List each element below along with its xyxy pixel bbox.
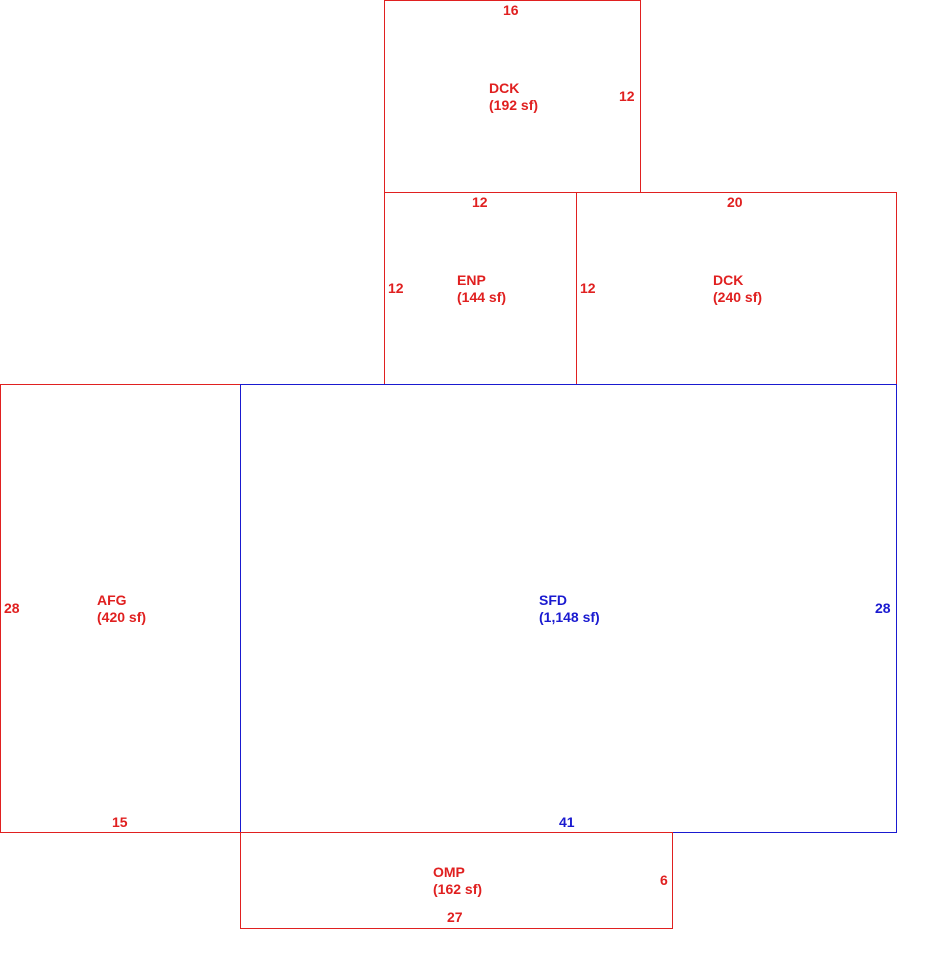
dim-dck-right-depth: 12 [580,280,596,296]
dim-omp-depth: 6 [660,872,668,888]
dim-sfd-depth: 28 [875,600,891,616]
label-dck-top-code: DCK [489,80,520,96]
dim-afg-depth: 28 [4,600,20,616]
label-enp-area: (144 sf) [457,289,507,305]
label-dck-right-code: DCK [713,272,744,288]
area-omp [240,832,673,929]
label-sfd-area: (1,148 sf) [539,609,600,625]
dim-sfd-width: 41 [559,814,575,830]
dim-omp-width: 27 [447,909,463,925]
label-sfd-code: SFD [539,592,567,608]
label-enp-code: ENP [457,272,486,288]
label-omp-code: OMP [433,864,465,880]
label-dck-top-area: (192 sf) [489,97,539,113]
dim-dck-top-depth: 12 [619,88,635,104]
dim-enp-width: 12 [472,194,488,210]
dim-enp-depth: 12 [388,280,404,296]
label-afg-area: (420 sf) [97,609,147,625]
label-omp-area: (162 sf) [433,881,483,897]
label-dck-right-area: (240 sf) [713,289,763,305]
dim-afg-width: 15 [112,814,128,830]
dim-dck-top-width: 16 [503,2,519,18]
label-afg-code: AFG [97,592,127,608]
dim-dck-right-width: 20 [727,194,743,210]
